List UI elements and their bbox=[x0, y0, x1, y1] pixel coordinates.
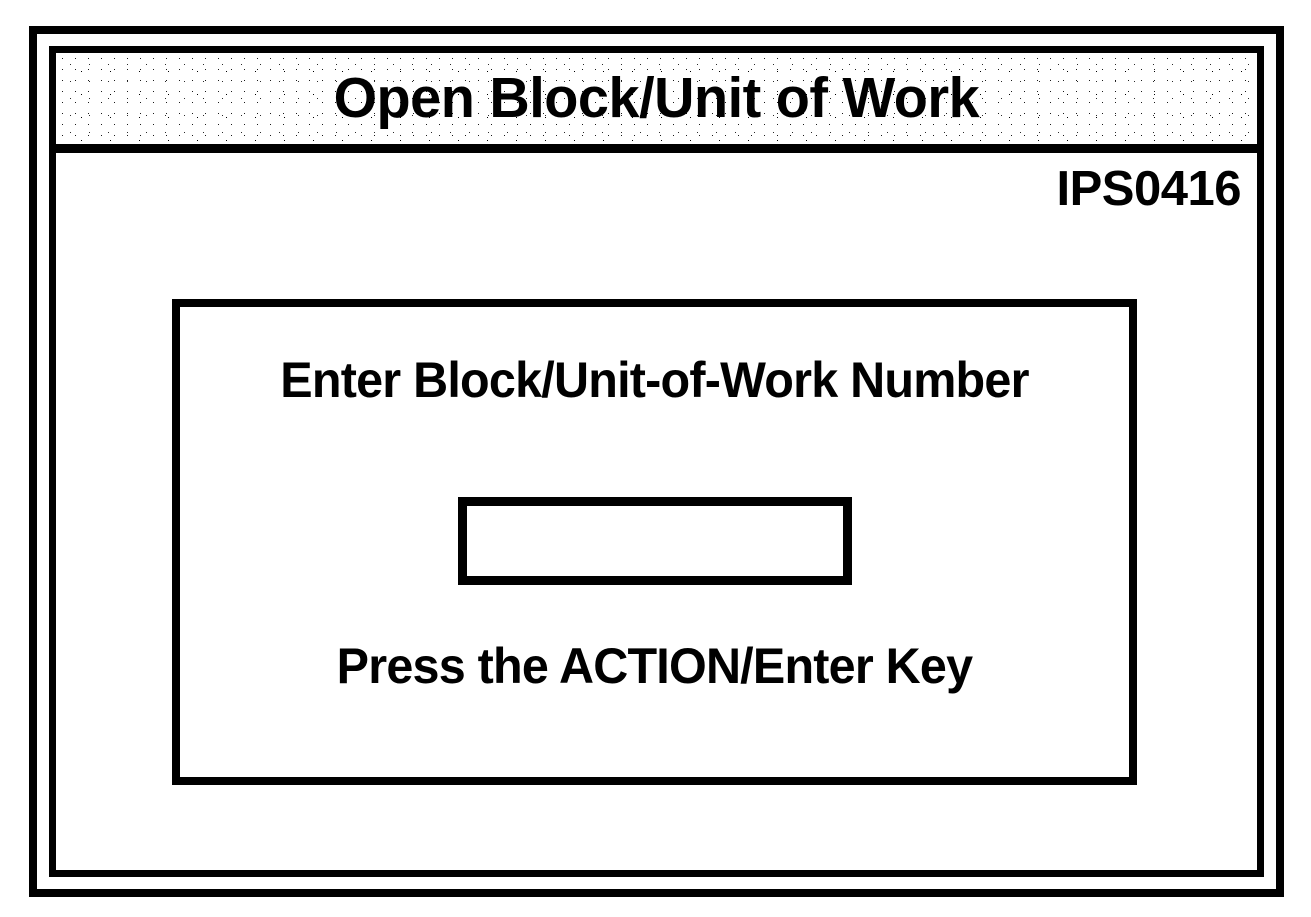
page-title: Open Block/Unit of Work bbox=[333, 66, 980, 130]
entry-dialog-box: Enter Block/Unit-of-Work Number Press th… bbox=[172, 299, 1137, 785]
block-unit-of-work-input[interactable] bbox=[457, 497, 852, 585]
inner-bezel: Open Block/Unit of Work IPS0416 Enter Bl… bbox=[49, 46, 1264, 877]
screen-id-label: IPS0416 bbox=[1056, 162, 1242, 216]
title-bar: Open Block/Unit of Work bbox=[56, 53, 1257, 153]
action-instruction-label: Press the ACTION/Enter Key bbox=[336, 638, 973, 694]
panel-body: IPS0416 Enter Block/Unit-of-Work Number … bbox=[56, 153, 1257, 870]
prompt-label: Enter Block/Unit-of-Work Number bbox=[280, 352, 1029, 408]
outer-bezel: Open Block/Unit of Work IPS0416 Enter Bl… bbox=[29, 26, 1284, 897]
block-unit-of-work-input-value[interactable] bbox=[466, 506, 843, 576]
